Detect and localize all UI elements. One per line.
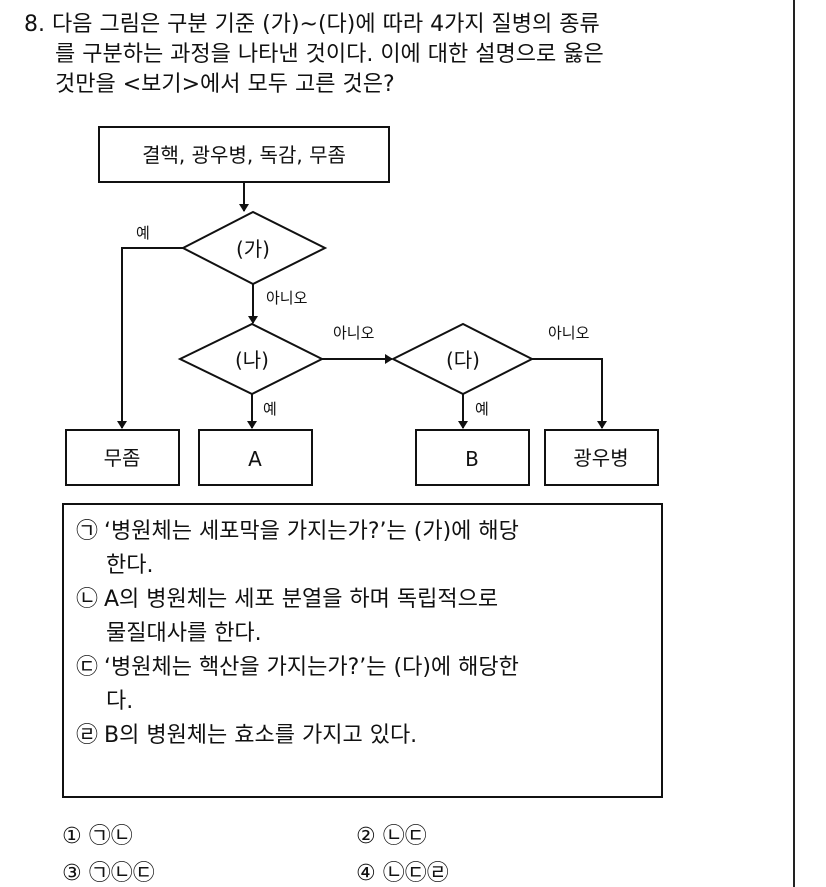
choice-2[interactable]: ② ㉡㉢ [356, 818, 427, 850]
top-box [98, 126, 390, 183]
na-no-label: 아니오 [333, 324, 375, 342]
statement-2-mark: ㉡ [76, 587, 99, 612]
question-number: 8. [24, 12, 45, 37]
box-mujom-label: 무좀 [104, 446, 141, 470]
decision-na [177, 322, 325, 396]
ga-yes-label: 예 [136, 224, 150, 242]
choice-1-number: ① [62, 824, 82, 849]
statement-3-cont: 다. [106, 689, 134, 714]
statement-1-cont: 한다. [106, 553, 154, 578]
box-gwangubyeong [544, 429, 659, 486]
box-mujom [65, 429, 180, 486]
da-no-label: 아니오 [548, 324, 590, 342]
choice-3-answer: ㉠㉡㉢ [88, 861, 155, 886]
statement-3: ㉢‘병원체는 핵산을 가지는가?’는 (다)에 해당한 [76, 651, 649, 685]
box-a-label: A [248, 447, 262, 471]
edge-ga-yes [117, 247, 183, 429]
ga-label: (가) [236, 237, 270, 261]
choice-1[interactable]: ① ㉠㉡ [62, 818, 133, 850]
da-label: (다) [446, 348, 480, 372]
question-line-1: 8. 다음 그림은 구분 기준 (가)~(다)에 따라 4가지 질병의 종류 [24, 10, 774, 40]
top-box-label: 결핵, 광우병, 독감, 무좀 [142, 143, 346, 167]
choice-3-number: ③ [62, 861, 82, 886]
question-text: 8. 다음 그림은 구분 기준 (가)~(다)에 따라 4가지 질병의 종류 를… [24, 10, 774, 100]
statement-2-text: A의 병원체는 세포 분열을 하며 독립적으로 [104, 587, 499, 612]
question-line-2: 를 구분하는 과정을 나타낸 것이다. 이에 대한 설명으로 옳은 [55, 42, 604, 67]
statement-1: ㉠‘병원체는 세포막을 가지는가?’는 (가)에 해당 [76, 515, 649, 549]
choice-4[interactable]: ④ ㉡㉢㉣ [356, 855, 449, 887]
page-right-rule [793, 0, 795, 887]
statement-3-mark: ㉢ [76, 655, 99, 680]
decision-ga [180, 210, 328, 286]
choice-2-number: ② [356, 824, 376, 849]
box-b [415, 429, 530, 486]
choice-3[interactable]: ③ ㉠㉡㉢ [62, 855, 155, 887]
choice-4-answer: ㉡㉢㉣ [382, 861, 449, 886]
box-gwangubyeong-label: 광우병 [573, 446, 628, 470]
choice-1-answer: ㉠㉡ [88, 824, 133, 849]
da-yes-label: 예 [475, 400, 489, 418]
choice-4-number: ④ [356, 861, 376, 886]
statement-1-mark: ㉠ [76, 519, 99, 544]
question-line-1-text: 다음 그림은 구분 기준 (가)~(다)에 따라 4가지 질병의 종류 [52, 12, 600, 37]
ga-no-label: 아니오 [266, 289, 308, 307]
statement-4-mark: ㉣ [76, 723, 99, 748]
choice-2-answer: ㉡㉢ [382, 824, 427, 849]
box-b-label: B [465, 447, 479, 471]
statement-1-text: ‘병원체는 세포막을 가지는가?’는 (가)에 해당 [104, 519, 519, 544]
statement-3-text: ‘병원체는 핵산을 가지는가?’는 (다)에 해당한 [104, 655, 519, 680]
statement-2-cont: 물질대사를 한다. [106, 621, 262, 646]
edge-da-no [532, 358, 607, 429]
na-yes-label: 예 [263, 400, 277, 418]
statement-4-text: B의 병원체는 효소를 가지고 있다. [104, 723, 418, 748]
decision-da [390, 322, 535, 396]
na-label: (나) [235, 348, 269, 372]
box-a [198, 429, 313, 486]
question-line-3: 것만을 <보기>에서 모두 고른 것은? [55, 72, 395, 97]
